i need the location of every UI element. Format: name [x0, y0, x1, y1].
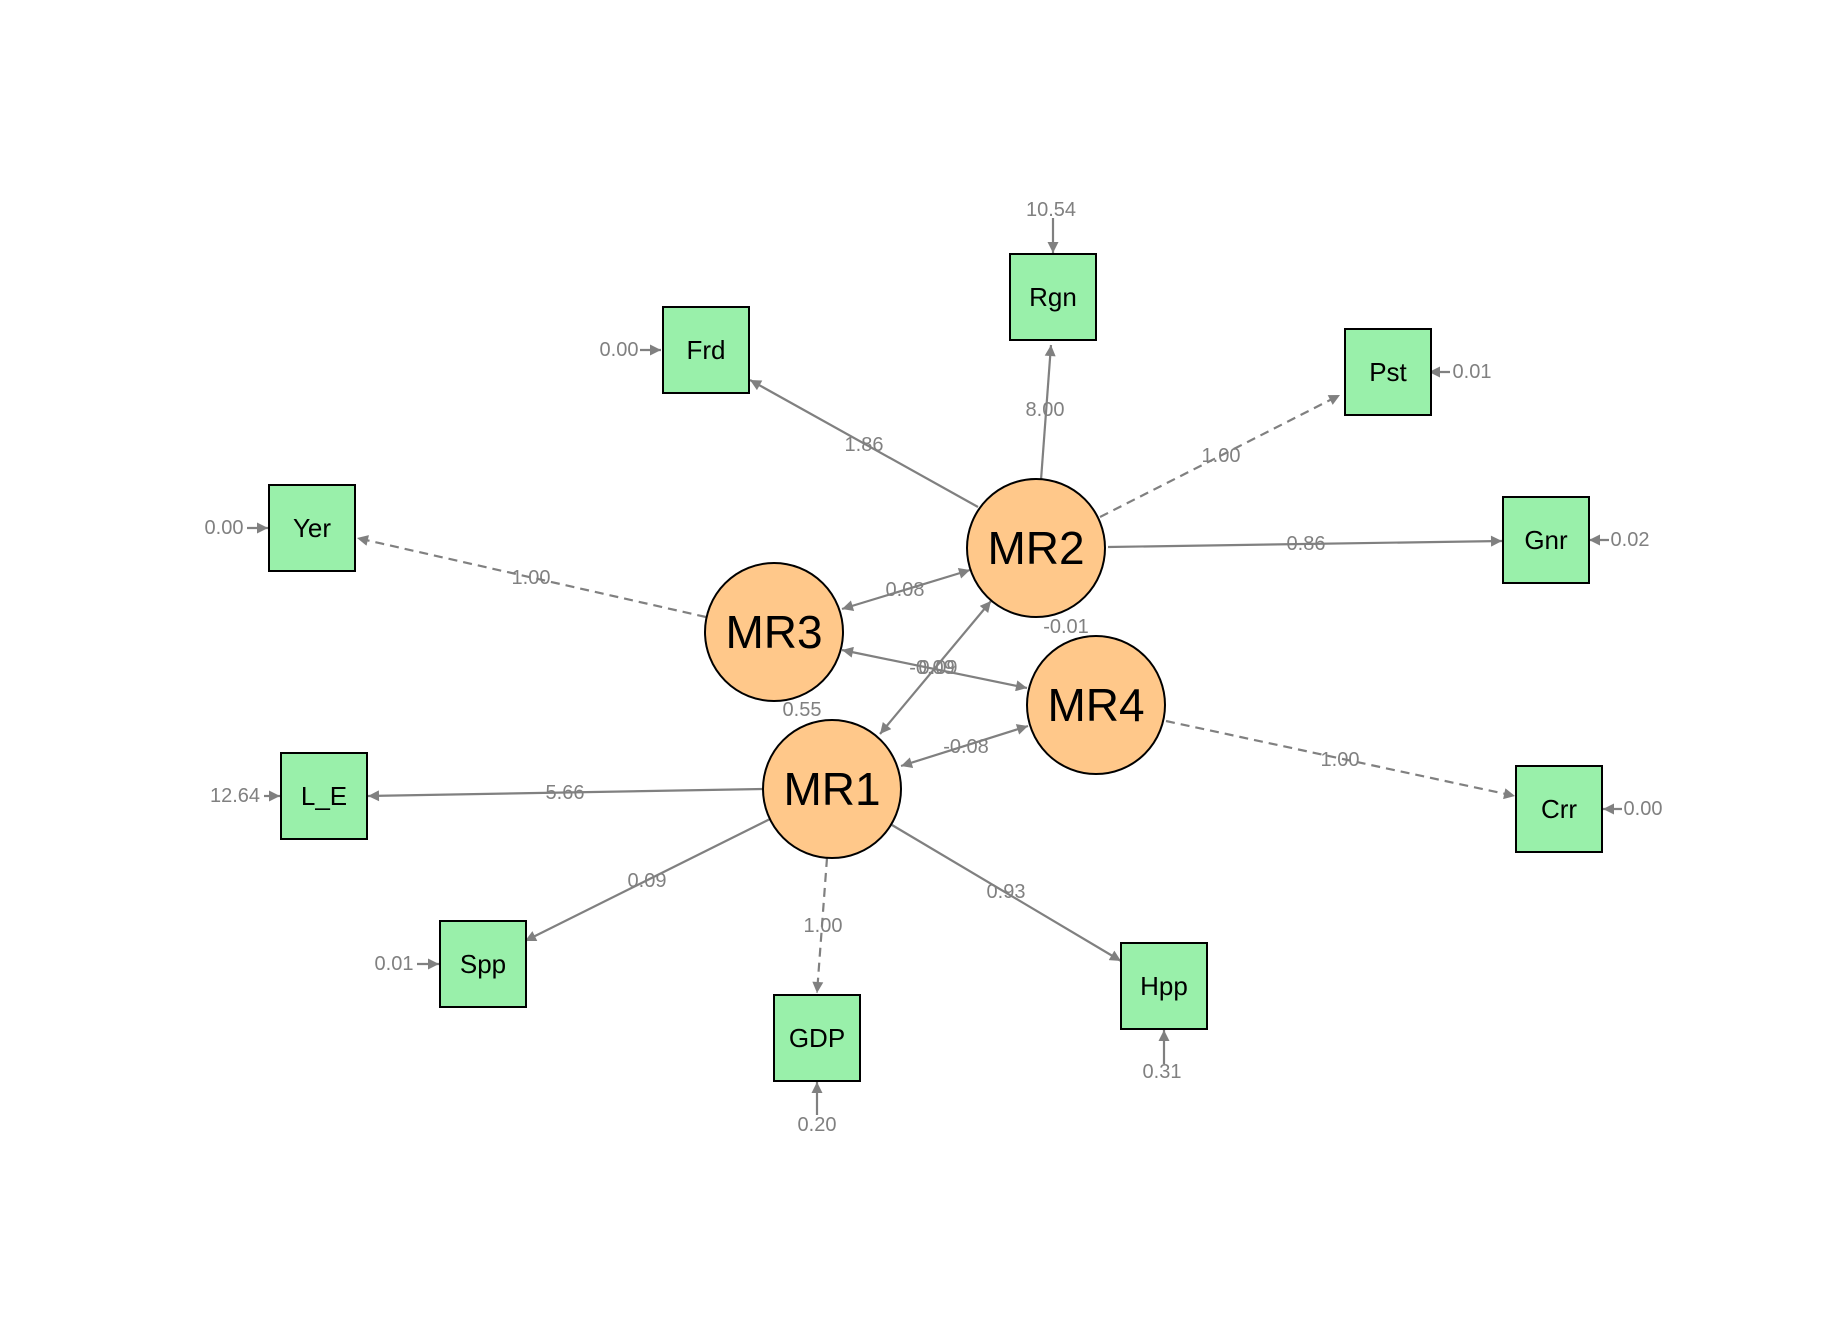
- manifest-label-crr: Crr: [1541, 794, 1577, 824]
- manifest-label-l_e: L_E: [301, 781, 347, 811]
- edge-mr1-l_e: [367, 787, 764, 802]
- residual-label-gdp: 0.20: [798, 1114, 837, 1136]
- loading-label-mr2-pst: 1.00: [1202, 445, 1241, 467]
- cov-label-mr3-mr2: 0.08: [886, 579, 925, 601]
- cov-label-mr1-mr4: -0.08: [943, 736, 989, 758]
- edge-mr1-hpp: [891, 824, 1122, 962]
- edge-mr2-gnr: [1107, 535, 1503, 549]
- manifest-node-gdp[interactable]: GDP: [773, 994, 861, 1082]
- residual-label-gnr: 0.02: [1611, 529, 1650, 551]
- latent-node-mr4[interactable]: MR4: [1026, 635, 1166, 775]
- latent-label-mr4: MR4: [1047, 679, 1144, 731]
- manifest-node-gnr[interactable]: Gnr: [1502, 496, 1590, 584]
- loading-label-mr1-hpp: 0.93: [987, 881, 1026, 903]
- cov-mr3-mr4: [841, 646, 1028, 692]
- manifest-label-frd: Frd: [687, 335, 726, 365]
- manifest-node-pst[interactable]: Pst: [1344, 328, 1432, 416]
- residual-label-yer: 0.00: [205, 517, 244, 539]
- latent-node-mr1[interactable]: MR1: [762, 719, 902, 859]
- loading-label-mr2-gnr: 0.86: [1287, 533, 1326, 555]
- loading-label-mr1-l_e: 5.66: [546, 782, 585, 804]
- cov-mr1-mr4: [900, 724, 1029, 768]
- edge-mr1-gdp: [812, 857, 829, 994]
- manifest-label-spp: Spp: [460, 949, 506, 979]
- loading-label-mr1-spp: 0.09: [628, 870, 667, 892]
- residual-label-rgn: 10.54: [1026, 199, 1076, 221]
- manifest-label-pst: Pst: [1369, 357, 1407, 387]
- loading-label-mr1-gdp: 1.00: [804, 915, 843, 937]
- edge-mr2-frd: [749, 379, 979, 508]
- loading-label-mr2-rgn: 8.00: [1026, 399, 1065, 421]
- cov-mr3-mr2: [841, 567, 971, 612]
- residual-label-pst: 0.01: [1453, 361, 1492, 383]
- manifest-node-hpp[interactable]: Hpp: [1120, 942, 1208, 1030]
- cov-label-mr3-mr4: 0.09: [919, 657, 958, 679]
- cov-label-mr3-mr1: -0.09: [909, 657, 955, 679]
- edge-mr1-spp: [524, 818, 771, 942]
- latent-node-mr3[interactable]: MR3: [704, 562, 844, 702]
- residual-label-spp: 0.01: [375, 953, 414, 975]
- manifest-node-spp[interactable]: Spp: [439, 920, 527, 1008]
- manifest-label-gnr: Gnr: [1524, 525, 1568, 555]
- manifest-label-gdp: GDP: [789, 1023, 845, 1053]
- residual-label-hpp: 0.31: [1143, 1061, 1182, 1083]
- manifest-label-rgn: Rgn: [1029, 282, 1077, 312]
- latent-label-mr3: MR3: [725, 606, 822, 658]
- loading-label-mr3-yer: 1.00: [512, 567, 551, 589]
- cov-label-mr1-mr2: -0.01: [1043, 616, 1089, 638]
- manifest-label-yer: Yer: [293, 513, 331, 543]
- residual-label-l_e: 12.64: [210, 785, 260, 807]
- loading-label-mr4-crr: 1.00: [1321, 749, 1360, 771]
- residual-label-frd: 0.00: [600, 339, 639, 361]
- manifest-label-hpp: Hpp: [1140, 971, 1188, 1001]
- latent-label-mr2: MR2: [987, 522, 1084, 574]
- manifest-node-l_e[interactable]: L_E: [280, 752, 368, 840]
- residual-label-crr: 0.00: [1624, 798, 1663, 820]
- loading-label-mr2-frd: 1.86: [845, 434, 884, 456]
- manifest-node-rgn[interactable]: Rgn: [1009, 253, 1097, 341]
- manifest-node-frd[interactable]: Frd: [662, 306, 750, 394]
- edge-mr2-rgn: [1039, 344, 1056, 481]
- variance-label-mr1: 0.55: [783, 699, 822, 721]
- latent-label-mr1: MR1: [783, 763, 880, 815]
- manifest-node-yer[interactable]: Yer: [268, 484, 356, 572]
- latent-node-mr2[interactable]: MR2: [966, 478, 1106, 618]
- manifest-node-crr[interactable]: Crr: [1515, 765, 1603, 853]
